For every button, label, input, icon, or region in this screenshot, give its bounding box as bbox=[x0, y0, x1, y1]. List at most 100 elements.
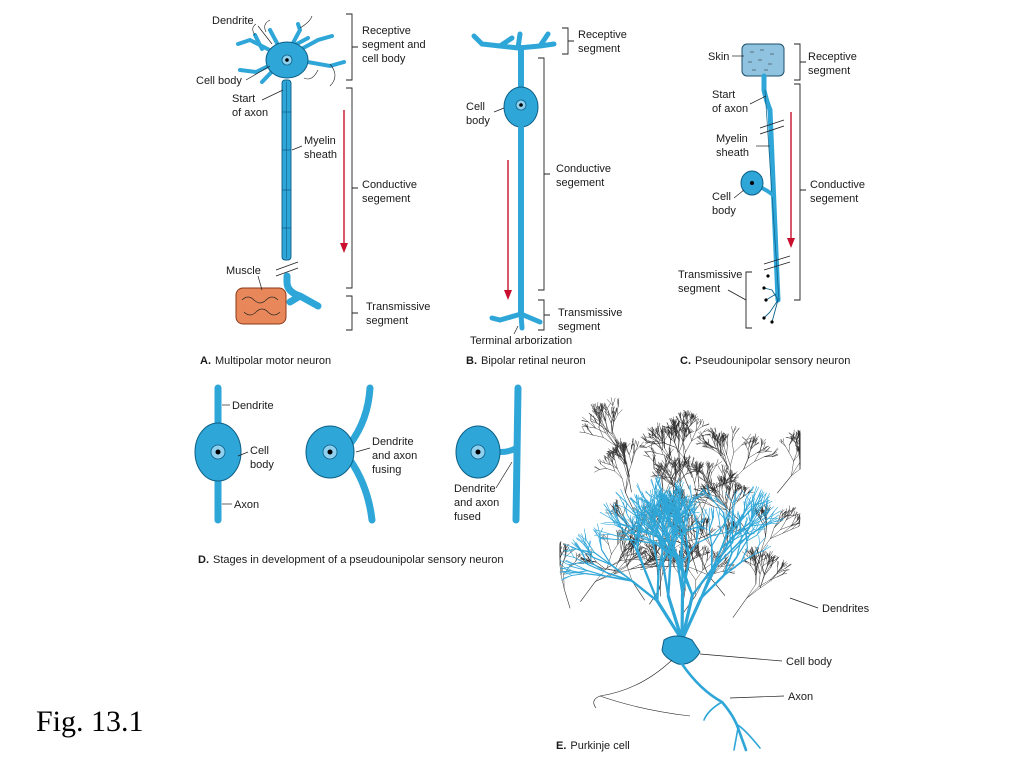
e-main-dendrites bbox=[559, 475, 785, 642]
c-nucleolus bbox=[750, 181, 754, 185]
figure-label: Fig. 13.1 bbox=[36, 705, 144, 738]
a-fine-dendrites bbox=[252, 15, 336, 87]
b-seg-receptive-1: Receptive bbox=[578, 29, 627, 41]
a-bracket-receptive bbox=[346, 13, 358, 81]
b-nucleolus bbox=[519, 103, 523, 107]
b-seg-transmissive-1: Transmissive bbox=[558, 307, 622, 319]
a-axon-break bbox=[275, 261, 299, 277]
c-label-start-axon-1: Start bbox=[712, 89, 735, 101]
a-label-myelin-1: Myelin bbox=[304, 135, 336, 147]
d-label-fusing-3: fusing bbox=[372, 464, 401, 476]
a-label-start-axon-1: Start bbox=[232, 93, 255, 105]
a-leader-myelin bbox=[291, 145, 303, 151]
c-bracket-receptive bbox=[794, 43, 806, 81]
e-label-dendrites: Dendrites bbox=[822, 603, 870, 615]
b-bracket-conductive bbox=[538, 57, 550, 291]
c-bracket-conductive bbox=[794, 83, 806, 301]
b-label-terminal: Terminal arborization bbox=[470, 335, 572, 347]
d-label-fused-3: fused bbox=[454, 511, 481, 523]
d-label-axon: Axon bbox=[234, 499, 259, 511]
a-seg-receptive-3: cell body bbox=[362, 53, 406, 65]
a-leader-cell-body bbox=[245, 65, 271, 81]
a-conduction-arrowhead bbox=[340, 243, 348, 253]
a-label-cell-body: Cell body bbox=[196, 75, 242, 87]
c-axon-break-lower bbox=[763, 255, 791, 271]
panel-d-development-stages: Dendrite Cell body Axon Dendrite and axo… bbox=[194, 384, 522, 566]
b-bracket-transmissive bbox=[538, 299, 550, 331]
e-axon-branches bbox=[703, 701, 761, 751]
a-label-start-axon-2: of axon bbox=[232, 107, 268, 119]
c-caption: C.Pseudounipolar sensory neuron bbox=[680, 355, 850, 367]
c-label-myelin-1: Myelin bbox=[716, 133, 748, 145]
e-leader-dendrites bbox=[789, 597, 819, 609]
b-label-cell-1: Cell bbox=[466, 101, 485, 113]
c-label-transmissive-1: Transmissive bbox=[678, 269, 742, 281]
d-leader-cell bbox=[237, 451, 249, 457]
c-label-myelin-2: sheath bbox=[716, 147, 749, 159]
a-label-dendrite: Dendrite bbox=[212, 15, 254, 27]
c-label-cell-1: Cell bbox=[712, 191, 731, 203]
b-label-cell-2: body bbox=[466, 115, 490, 127]
e-leader-cell-body bbox=[699, 653, 783, 662]
e-cell-body-shape bbox=[661, 635, 701, 665]
c-seg-receptive-2: segment bbox=[808, 65, 850, 77]
e-leader-axon bbox=[729, 695, 785, 699]
d-caption: D.Stages in development of a pseudounipo… bbox=[198, 554, 503, 566]
e-label-cell-body: Cell body bbox=[786, 656, 832, 668]
panel-b-bipolar-retinal-neuron: Cell body Terminal arborization Receptiv… bbox=[466, 27, 627, 367]
a-muscle-texture bbox=[241, 296, 281, 316]
b-seg-conductive-1: Conductive bbox=[556, 163, 611, 175]
c-label-skin: Skin bbox=[708, 51, 729, 63]
a-muscle-shape bbox=[235, 287, 287, 325]
a-nucleolus bbox=[285, 58, 289, 62]
b-terminal-arborization bbox=[489, 311, 543, 331]
c-bracket-transmissive bbox=[727, 271, 752, 329]
a-bracket-transmissive bbox=[346, 295, 358, 331]
c-terminal-boutons bbox=[762, 274, 774, 324]
d-leader-fusing bbox=[355, 447, 371, 453]
c-label-start-axon-2: of axon bbox=[712, 103, 748, 115]
panel-e-purkinje-cell: Dendrites Cell body Axon E.Purkinje cell bbox=[556, 397, 870, 752]
d1-nucleolus bbox=[215, 449, 221, 455]
d-label-fused-2: and axon bbox=[454, 497, 499, 509]
panel-a-neuron-drawing bbox=[235, 15, 346, 325]
a-seg-conductive-2: segement bbox=[362, 193, 410, 205]
c-conduction-arrowhead bbox=[787, 238, 795, 248]
a-seg-transmissive-2: segment bbox=[366, 315, 408, 327]
d-stage-fused bbox=[455, 384, 522, 524]
c-seg-receptive-1: Receptive bbox=[808, 51, 857, 63]
c-terminal-branches bbox=[763, 287, 779, 323]
panel-b-neuron-drawing bbox=[471, 31, 557, 331]
a-leader-dendrite bbox=[257, 25, 273, 45]
c-seg-conductive-2: segement bbox=[810, 193, 858, 205]
e-axon-collateral bbox=[593, 659, 691, 717]
b-seg-transmissive-2: segment bbox=[558, 321, 600, 333]
a-axon-terminal bbox=[283, 272, 322, 310]
c-leader-cell bbox=[733, 189, 745, 199]
c-peripheral-axon bbox=[761, 73, 781, 303]
panel-c-neuron-drawing bbox=[740, 43, 791, 324]
b-receptive-dendrites bbox=[471, 31, 557, 51]
a-bracket-conductive bbox=[346, 87, 358, 289]
b-caption: B.Bipolar retinal neuron bbox=[466, 355, 586, 367]
d-leader-fused bbox=[495, 461, 513, 489]
b-seg-receptive-2: segment bbox=[578, 43, 620, 55]
d2-nucleolus bbox=[327, 449, 333, 455]
c-leader-start-axon bbox=[749, 95, 767, 105]
a-label-myelin-2: sheath bbox=[304, 149, 337, 161]
d-label-fusing-1: Dendrite bbox=[372, 436, 414, 448]
d-label-dendrite: Dendrite bbox=[232, 400, 274, 412]
a-leader-muscle bbox=[257, 275, 263, 291]
a-label-muscle: Muscle bbox=[226, 265, 261, 277]
panel-a-multipolar-motor-neuron: Dendrite Cell body Start of axon Myelin … bbox=[196, 13, 430, 367]
b-leader-terminal bbox=[513, 325, 519, 335]
c-label-transmissive-2: segment bbox=[678, 283, 720, 295]
c-seg-conductive-1: Conductive bbox=[810, 179, 865, 191]
b-bracket-receptive bbox=[562, 27, 574, 55]
c-skin-shape bbox=[741, 43, 785, 77]
a-seg-conductive-1: Conductive bbox=[362, 179, 417, 191]
d-stage-fusing bbox=[305, 384, 376, 524]
a-seg-receptive-1: Receptive bbox=[362, 25, 411, 37]
a-seg-transmissive-1: Transmissive bbox=[366, 301, 430, 313]
